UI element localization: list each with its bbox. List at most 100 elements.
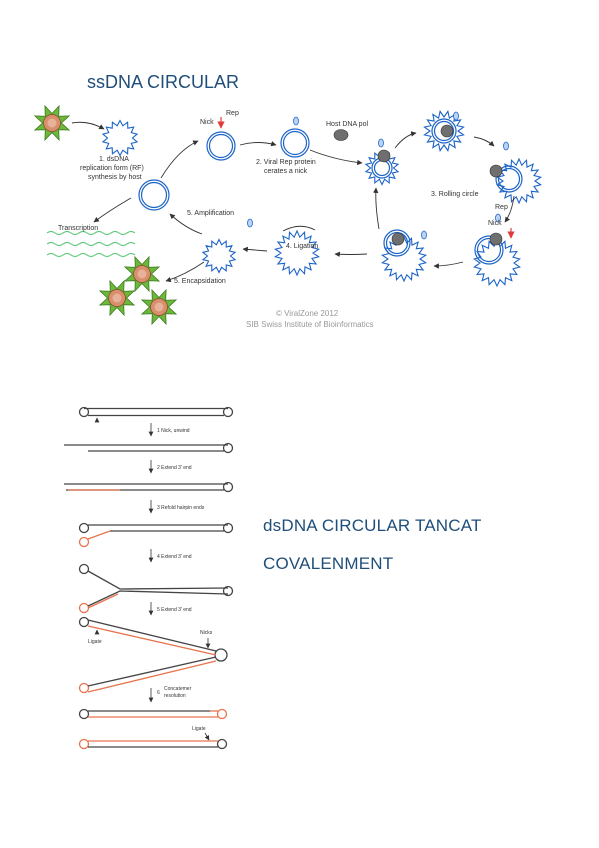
rep-protein-icon bbox=[293, 116, 299, 126]
hairpin-loop bbox=[222, 442, 234, 454]
virion-icon bbox=[98, 279, 136, 317]
ssdna-circle bbox=[380, 235, 428, 283]
rep-label: Rep bbox=[226, 110, 239, 117]
host-dna-pol-icon bbox=[440, 124, 454, 138]
hairpin-loop bbox=[222, 406, 234, 418]
dsdna-circle bbox=[495, 165, 523, 193]
dsdna-circle bbox=[476, 237, 502, 263]
nick-arrows bbox=[217, 117, 515, 239]
virion-icon bbox=[123, 255, 161, 293]
step2-label-l1: 2. Viral Rep protein bbox=[256, 159, 316, 166]
transcription-label: Transcription bbox=[58, 225, 98, 232]
ssdna-circle bbox=[473, 238, 521, 288]
arrow-rolling-2 bbox=[473, 136, 495, 147]
rep-protein-icon bbox=[453, 111, 459, 121]
hairpin-loop bbox=[216, 738, 228, 750]
arrow-rolling-3 bbox=[504, 195, 515, 223]
hairpin-ligate-bottom-label: Ligate bbox=[192, 726, 206, 732]
step5-encapsidation-label: 5. Encapsidation bbox=[174, 278, 226, 285]
virion-icon bbox=[33, 104, 71, 142]
ssdna-circle bbox=[495, 157, 543, 205]
hairpin-step4: 4 Extend 3' end bbox=[157, 554, 192, 560]
arrow-transcription bbox=[93, 197, 132, 223]
dna-strand bbox=[87, 619, 217, 652]
dna-strand bbox=[87, 656, 217, 687]
hairpin-loop-new bbox=[78, 682, 90, 694]
rep-protein-icon bbox=[247, 218, 253, 228]
host-dna-pol-icon bbox=[333, 129, 349, 141]
arrow-to-ligation bbox=[334, 251, 368, 258]
hairpin-step6-line2: resolution bbox=[164, 693, 186, 699]
dsdna-circle bbox=[138, 179, 170, 211]
transcription-waves bbox=[46, 231, 136, 257]
arrow-rolling-1 bbox=[394, 131, 417, 149]
step1-label-l3: synthesis by host bbox=[88, 174, 142, 181]
dna-strand bbox=[87, 590, 229, 607]
hairpin-step1: 1 Nick, unwind bbox=[157, 428, 190, 434]
dsdna-circle bbox=[208, 133, 234, 159]
dsdna-circle bbox=[431, 118, 457, 144]
dsdna-circle bbox=[474, 235, 504, 265]
host-dna-pol-icon bbox=[391, 232, 405, 246]
ssdna-circle bbox=[273, 229, 321, 277]
nick-label: Nick bbox=[200, 119, 214, 126]
dsdna-circle bbox=[373, 159, 391, 177]
virion-icon bbox=[140, 288, 178, 326]
dna-strand bbox=[87, 570, 229, 590]
dsdna-circle bbox=[280, 128, 310, 158]
hairpin-loop bbox=[78, 616, 90, 628]
host-dna-pol-icon bbox=[489, 232, 503, 246]
dsdna-circle bbox=[385, 231, 409, 255]
step4-label: 4. Ligation bbox=[286, 243, 318, 250]
step1-label-l2: replication form (RF) bbox=[80, 165, 144, 172]
hairpin-loop-new bbox=[78, 536, 90, 548]
dsdna-circle bbox=[206, 131, 236, 161]
dsdna-circle bbox=[140, 181, 168, 209]
flow-arrows bbox=[71, 121, 515, 283]
new-strand bbox=[87, 625, 217, 656]
hairpin-loop bbox=[222, 522, 234, 534]
hairpin-loop-new bbox=[78, 602, 90, 614]
new-strand bbox=[87, 660, 217, 693]
hairpin-loop bbox=[78, 406, 90, 418]
transcript-wave bbox=[46, 231, 136, 235]
arrow-ligation-to-ss bbox=[242, 246, 268, 253]
step-arrows bbox=[94, 417, 211, 741]
dsdna-circle bbox=[433, 120, 455, 142]
hairpin-step2: 2 Extend 3' end bbox=[157, 465, 192, 471]
host-dna-pol-shapes bbox=[333, 124, 503, 246]
hairpin-loop bbox=[214, 648, 228, 662]
step3-label: 3. Rolling circle bbox=[431, 191, 479, 198]
new-strand bbox=[87, 530, 111, 540]
transcript-wave bbox=[46, 242, 136, 246]
hairpin-loop bbox=[78, 563, 90, 575]
dsdna-circle bbox=[497, 167, 521, 191]
rep-protein-icon bbox=[378, 138, 384, 148]
arrow-rf-to-nick bbox=[160, 140, 199, 179]
hairpin-loop bbox=[222, 585, 234, 597]
hairpin-loop bbox=[78, 522, 90, 534]
hairpin-step6-line1: Concatemer bbox=[164, 686, 192, 692]
hairpin-nicks-label: Nicks bbox=[200, 630, 213, 636]
step2-label-l2: cerates a nick bbox=[264, 168, 308, 175]
heading-dsdna-line2: COVALENMENT bbox=[263, 554, 394, 573]
nick-right-label: Nick bbox=[488, 220, 502, 227]
hairpin-diagram: 1 Nick, unwind 2 Extend 3' end 3 Refold … bbox=[64, 406, 234, 750]
rep-protein-icon bbox=[421, 230, 427, 240]
hairpin-ligate-left-label: Ligate bbox=[88, 639, 102, 645]
dsdna-circle bbox=[282, 130, 308, 156]
host-dna-pol-icon bbox=[377, 149, 391, 163]
rep-right-label: Rep bbox=[495, 204, 508, 211]
arrow-rolling-4 bbox=[433, 261, 464, 269]
host-dna-pol-label: Host DNA pol bbox=[326, 121, 368, 128]
dsdna-circle bbox=[383, 229, 411, 257]
ligate-bottom-pointer bbox=[204, 732, 210, 741]
ssdna-circle bbox=[201, 238, 237, 274]
rep-protein-icon bbox=[503, 141, 509, 151]
hairpin-loop-new bbox=[216, 708, 228, 720]
arrow-virion-to-ss bbox=[71, 121, 105, 130]
credit-line2: SIB Swiss Institute of Bioinformatics bbox=[246, 320, 374, 329]
hairpin-loop bbox=[78, 708, 90, 720]
new-strand bbox=[87, 593, 119, 609]
